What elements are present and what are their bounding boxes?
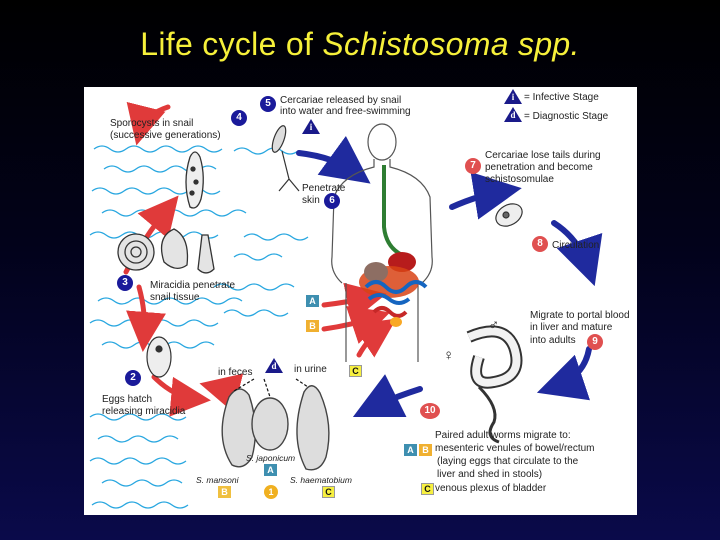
legend-infective-label: = Infective Stage: [524, 92, 599, 103]
in-urine-label: in urine: [294, 364, 327, 375]
stage-9-line1: Migrate to portal blood: [530, 310, 630, 321]
stage-10-line2: mesenteric venules of bowel/rectum: [435, 443, 595, 454]
eggs: [221, 385, 330, 471]
s-mansoni-label: S. mansoni: [196, 475, 239, 485]
water-waves: [89, 145, 309, 509]
stage-2-line1: Eggs hatch: [102, 394, 153, 405]
schistosomulum: [495, 203, 523, 227]
stage-3-line2: snail tissue: [150, 292, 200, 303]
tag-a-10: A: [404, 444, 417, 456]
stage-8-number: 8: [532, 236, 548, 252]
lifecycle-diagram: i = Infective Stage d = Diagnostic Stage…: [84, 87, 637, 515]
diagram-graphics: [89, 101, 603, 509]
stage-7-line1: Cercariae lose tails during: [485, 150, 601, 161]
tag-c-urine: C: [349, 365, 362, 377]
cycle-arrows: [296, 135, 603, 418]
stage-9-line2: in liver and mature: [530, 322, 613, 333]
s-haematobium-label: S. haematobium: [290, 475, 352, 485]
stage-7-line3: schistosomulae: [485, 174, 554, 185]
tag-b-mansoni: B: [218, 486, 231, 498]
snails: [117, 228, 215, 274]
stage-1-number: 1: [264, 485, 278, 499]
stage-2-line2: releasing miracidia: [102, 406, 186, 417]
stage-5-number: 5: [260, 96, 276, 112]
tag-b-10: B: [419, 444, 432, 456]
cercaria: [271, 125, 300, 192]
tag-a-japonicum: A: [264, 464, 277, 476]
stage-3-line1: Miracidia penetrate: [150, 280, 236, 291]
stage-9-number: 9: [587, 334, 603, 350]
stage-10-line3: (laying eggs that circulate to the: [437, 456, 579, 467]
stage-4-number: 4: [231, 110, 247, 126]
female-symbol: ♀: [443, 347, 455, 364]
stage-10-line4: liver and shed in stools): [437, 469, 543, 480]
infective-marker-icon: i: [302, 119, 320, 134]
male-symbol: ♂: [488, 317, 500, 334]
stage-10-number: 10: [420, 403, 440, 419]
slide-title: Life cycle of Schistosoma spp.: [140, 26, 580, 62]
stage-5-line2: into water and free-swimming: [280, 106, 411, 117]
tag-c-haematobium: C: [322, 486, 335, 498]
stage-7-number: 7: [465, 158, 481, 174]
sporocyst: [185, 151, 204, 209]
stage-5-line1: Cercariae released by snail: [280, 95, 402, 106]
in-feces-label: in feces: [218, 367, 253, 378]
stage-4-line2: (successive generations): [110, 130, 221, 141]
intestines: [359, 165, 428, 327]
tag-c-10: C: [421, 483, 434, 495]
egg-connectors: [233, 378, 309, 398]
adult-worms: [466, 325, 523, 444]
miracidium: [146, 336, 172, 378]
legend-diagnostic-label: = Diagnostic Stage: [524, 111, 609, 122]
stage-2-number: 2: [125, 370, 141, 386]
stage-7-line2: penetration and become: [485, 162, 593, 173]
stage-9-line3: into adults: [530, 335, 576, 346]
stage-3-number: 3: [117, 275, 133, 291]
stage-10-line5: venous plexus of bladder: [435, 483, 547, 494]
stage-8-label: Circulation: [552, 240, 600, 251]
s-japonicum-label: S. japonicum: [246, 453, 296, 463]
stage-6-line2: skin: [302, 195, 320, 206]
diagnostic-stage-icon: d: [504, 107, 522, 122]
stage-6-line1: Penetrate: [302, 183, 346, 194]
diagnostic-marker-icon: d: [265, 358, 283, 373]
tag-a-route: A: [306, 295, 319, 307]
stage-10-line1: Paired adult worms migrate to:: [435, 430, 571, 441]
tag-b-route: B: [306, 320, 319, 332]
stage-4-line1: Sporocysts in snail: [110, 118, 194, 129]
infective-stage-icon: i: [504, 89, 522, 104]
stage-6-number: 6: [324, 193, 340, 209]
